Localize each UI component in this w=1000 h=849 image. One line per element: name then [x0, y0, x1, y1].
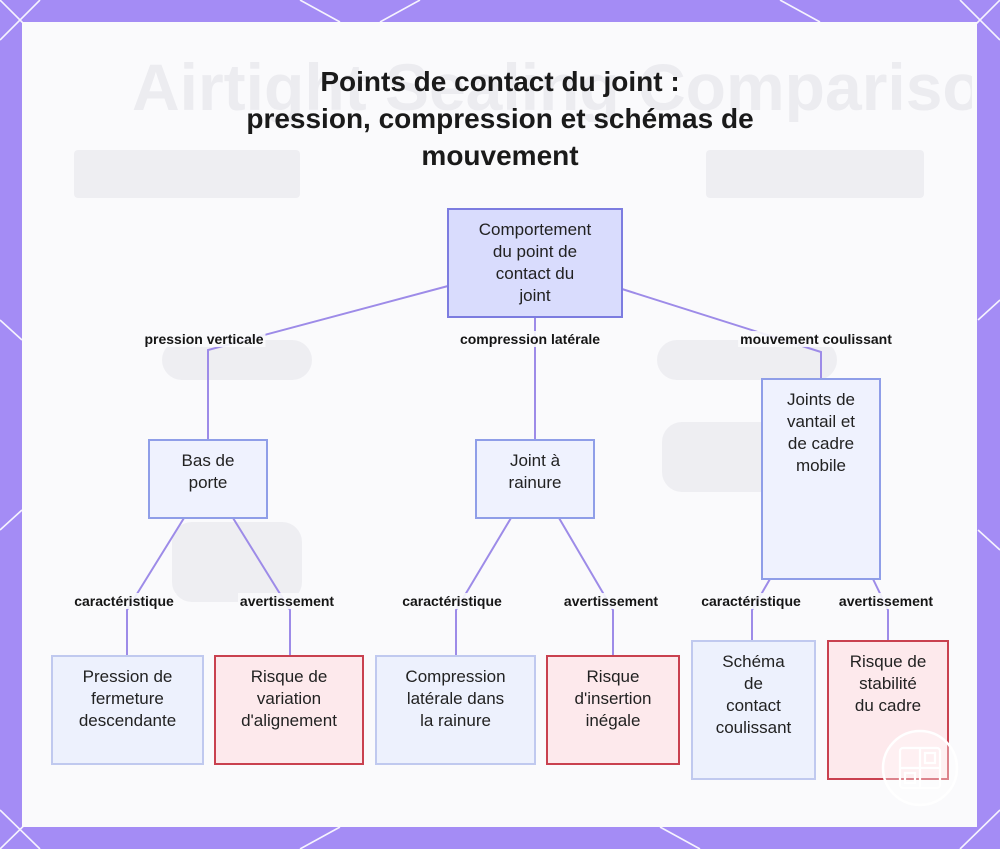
node-line: du cadre [854, 696, 922, 715]
node-line: d'alignement [241, 711, 337, 730]
node-groove-seal[interactable]: Joint à rainure [475, 439, 595, 519]
background-block [172, 522, 302, 602]
edge-root-sash [621, 288, 822, 379]
edge-label-groove-char: caractéristique [400, 593, 504, 609]
title-line: mouvement [421, 140, 579, 171]
edge-door-char [126, 517, 185, 656]
node-line: Schéma [722, 652, 785, 671]
node-line: stabilité [859, 674, 917, 693]
node-line: Risque de [250, 667, 328, 686]
edge-label-door-char: caractéristique [72, 593, 176, 609]
node-line: Risque de [849, 652, 927, 671]
node-line: porte [188, 473, 228, 492]
node-line: mobile [795, 456, 847, 475]
node-sash-characteristic[interactable]: Schéma de contact coulissant [691, 640, 816, 780]
edge-door-warn [232, 517, 291, 656]
edge-sash-warn [872, 578, 889, 641]
node-line: contact du [495, 264, 575, 283]
node-line: Pression de [82, 667, 173, 686]
node-line: coulissant [715, 718, 792, 737]
edge-label-sash-warn: avertissement [836, 593, 936, 609]
node-door-bottom[interactable]: Bas de porte [148, 439, 268, 519]
edge-root-door [207, 285, 449, 440]
edge-label-lateral: compression latérale [457, 331, 603, 347]
node-line: Compression [405, 667, 506, 686]
background-heading: Airtight Sealing Comparison [132, 52, 972, 122]
diagram-title: Points de contact du joint : pression, c… [150, 63, 850, 174]
node-line: variation [256, 689, 322, 708]
node-line: inégale [585, 711, 641, 730]
node-line: Joint à [509, 451, 561, 470]
node-line: la rainure [420, 711, 491, 730]
node-door-characteristic[interactable]: Pression de fermeture descendante [51, 655, 204, 765]
background-block [706, 150, 924, 198]
title-line: pression, compression et schémas de [246, 103, 754, 134]
layout-watermark-icon [881, 729, 959, 807]
node-line: du point de [492, 242, 578, 261]
edge-label-sash-char: caractéristique [699, 593, 803, 609]
node-line: contact [726, 696, 781, 715]
node-sash-frame[interactable]: Joints de vantail et de cadre mobile [761, 378, 881, 580]
edge-sash-char [751, 578, 771, 641]
node-line: latérale dans [406, 689, 505, 708]
node-sash-warning[interactable]: Risque de stabilité du cadre [827, 640, 949, 780]
edge-groove-char [455, 517, 512, 656]
node-line: Bas de [181, 451, 235, 470]
edge-label-door-warn: avertissement [237, 593, 337, 609]
edge-label-sliding: mouvement coulissant [738, 331, 894, 347]
title-line: Points de contact du joint : [320, 66, 680, 97]
node-line: Joints de [786, 390, 856, 409]
edge-label-groove-warn: avertissement [561, 593, 661, 609]
background-block [74, 150, 300, 198]
node-line: rainure [508, 473, 562, 492]
node-line: vantail et [786, 412, 856, 431]
node-groove-characteristic[interactable]: Compression latérale dans la rainure [375, 655, 536, 765]
node-line: joint [519, 286, 551, 305]
node-line: Comportement [478, 220, 592, 239]
node-line: de cadre [787, 434, 855, 453]
node-root[interactable]: Comportement du point de contact du join… [447, 208, 623, 318]
node-line: descendante [78, 711, 177, 730]
node-door-warning[interactable]: Risque de variation d'alignement [214, 655, 364, 765]
node-line: de [744, 674, 763, 693]
node-line: Risque [586, 667, 640, 686]
node-groove-warning[interactable]: Risque d'insertion inégale [546, 655, 680, 765]
edge-label-vertical: pression verticale [142, 331, 266, 347]
node-line: d'insertion [574, 689, 652, 708]
edge-groove-warn [558, 517, 614, 656]
node-line: fermeture [91, 689, 164, 708]
